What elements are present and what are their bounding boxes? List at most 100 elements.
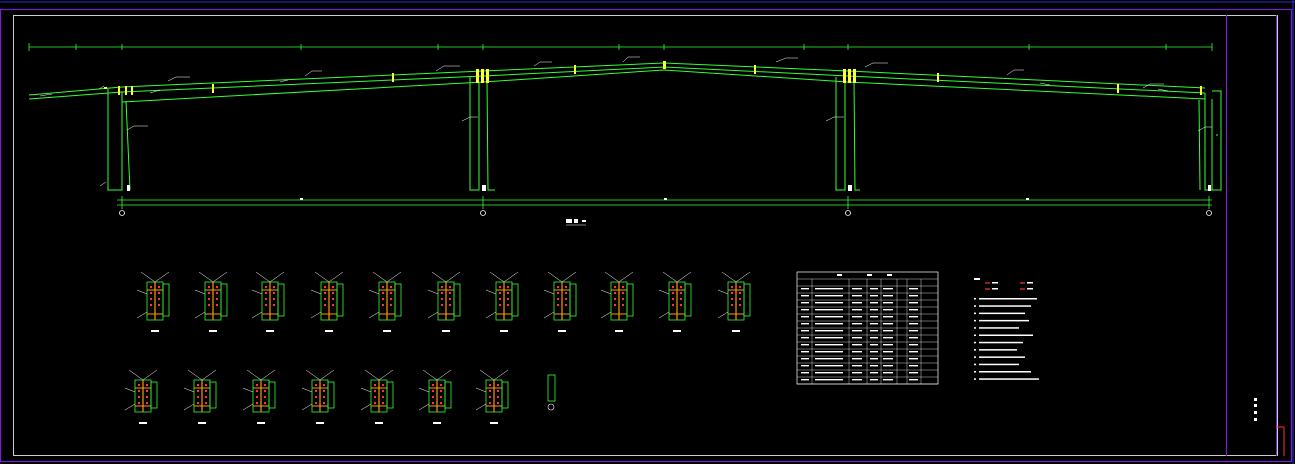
table-cell: [909, 288, 918, 290]
table-cell: [883, 365, 893, 367]
axis-marker: [1206, 210, 1212, 216]
table-cell: [909, 309, 918, 311]
table-cell: [852, 365, 862, 367]
connection-detail: [427, 271, 461, 332]
roof-rafter: [28, 62, 1206, 103]
note-number: [974, 327, 976, 329]
table-cell: [852, 358, 862, 360]
table-cell: [801, 288, 809, 290]
table-cell: [870, 351, 878, 353]
table-cell: [909, 372, 918, 374]
table-cell: [852, 337, 862, 339]
table-cell: [870, 372, 878, 374]
note-number: [974, 341, 976, 344]
note-line: [979, 298, 1037, 300]
table-cell: [883, 288, 893, 290]
connection-detail: [368, 271, 402, 332]
table-cell: [883, 358, 893, 360]
table-cell: [815, 323, 843, 325]
connection-detail: [717, 271, 751, 332]
note-line: [979, 371, 1031, 373]
note-number: [974, 378, 976, 380]
table-cell: [909, 330, 918, 332]
table-cell: [815, 302, 843, 304]
table-header: [887, 274, 892, 276]
table-cell: [815, 372, 843, 374]
top-dimension-line: [28, 43, 1213, 51]
table-cell: [883, 295, 893, 297]
table-cell: [801, 379, 809, 381]
table-cell: [815, 316, 843, 318]
table-cell: [870, 379, 878, 381]
connection-detail: [543, 271, 577, 332]
table-cell: [801, 372, 809, 374]
table-cell: [909, 365, 918, 367]
frame-columns: [107, 77, 1222, 191]
table-cell: [870, 295, 878, 297]
table-cell: [870, 316, 878, 318]
table-cell: [815, 358, 843, 360]
member-tags: [104, 61, 1202, 95]
table-cell: [909, 344, 918, 346]
table-cell: [870, 358, 878, 360]
connection-detail: [310, 271, 344, 332]
table-cell: [909, 316, 918, 318]
connection-detail: [183, 369, 217, 424]
leader-annotations: [39, 56, 1212, 187]
table-cell: [883, 316, 893, 318]
connection-detail: [124, 369, 158, 424]
table-cell: [883, 344, 893, 346]
note-line: [979, 378, 1039, 380]
connection-detail: [194, 271, 228, 332]
table-cell: [852, 372, 862, 374]
note-line: [979, 334, 1033, 336]
table-cell: [883, 372, 893, 374]
table-cell: [852, 344, 862, 346]
table-cell: [852, 316, 862, 318]
frame-elevation: [28, 43, 1222, 226]
note-line: [979, 356, 1025, 358]
connection-detail: [136, 271, 170, 332]
axis-marker: [480, 210, 486, 216]
grid-axis-markers: [119, 210, 1212, 216]
table-cell: [801, 323, 809, 325]
table-cell: [801, 295, 809, 297]
table-cell: [909, 295, 918, 297]
table-cell: [870, 330, 878, 332]
table-cell: [801, 358, 809, 360]
note-line: [979, 305, 1031, 307]
table-cell: [852, 302, 862, 304]
note-number: [974, 319, 976, 322]
table-cell: [883, 351, 893, 353]
table-cell: [801, 309, 809, 311]
notes-heading: [974, 278, 980, 280]
table-cell: [883, 302, 893, 304]
note-number: [974, 305, 976, 307]
base-dimension-line: [117, 196, 1212, 209]
table-cell: [852, 288, 862, 290]
member-table: [796, 271, 939, 385]
table-cell: [909, 302, 918, 304]
note-number: [974, 356, 976, 358]
table-cell: [801, 302, 809, 304]
connection-detail: [242, 369, 276, 424]
connection-detail-small: [547, 374, 556, 411]
table-cell: [883, 337, 893, 339]
axis-marker: [845, 210, 851, 216]
table-cell: [870, 302, 878, 304]
table-cell: [801, 365, 809, 367]
table-cell: [909, 337, 918, 339]
table-cell: [852, 330, 862, 332]
table-cell: [870, 365, 878, 367]
connection-detail: [475, 369, 509, 424]
table-cell: [801, 337, 809, 339]
table-cell: [815, 344, 843, 346]
connection-detail: [485, 271, 519, 332]
table-cell: [852, 309, 862, 311]
table-cell: [815, 365, 843, 367]
note-line: [979, 349, 1017, 351]
elevation-caption: [566, 219, 586, 226]
table-cell: [801, 344, 809, 346]
note-number: [974, 371, 976, 373]
connection-detail: [658, 271, 692, 332]
